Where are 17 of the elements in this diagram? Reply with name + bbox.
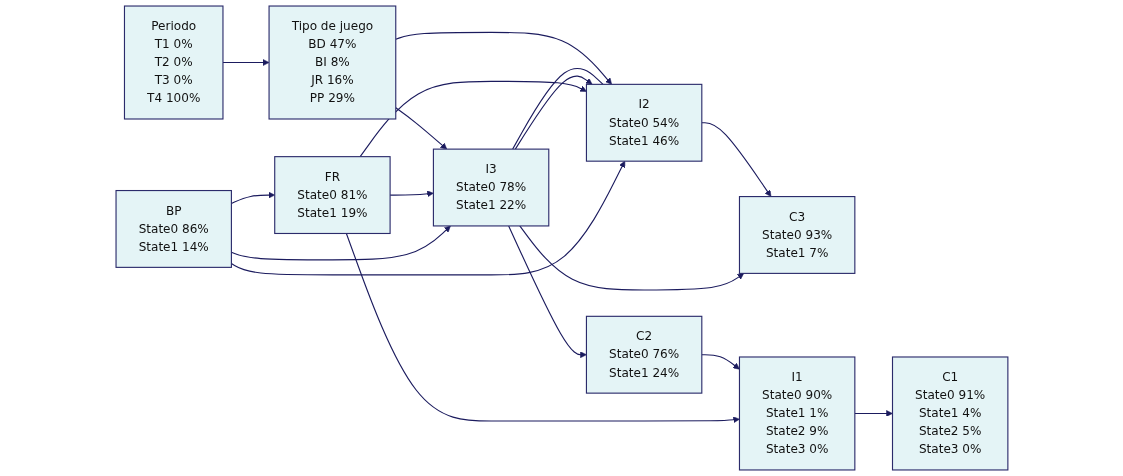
node-box: FR State0 81% State1 19% [273,156,391,235]
node-box: C3 State0 93% State1 7% [738,196,855,274]
arrow [230,160,625,276]
node-box: C1 State0 91% State1 4% State2 5% State3 0% [891,356,1008,471]
node-box: BP State0 86% State1 14% [115,189,232,268]
node-box: Tipo de juego BD 47% BI 8% JR 16% PP 29% [268,5,396,120]
arrow [345,232,740,424]
arrow [230,225,451,261]
arrow [514,75,592,150]
node-box: I3 State0 78% State1 22% [432,148,549,227]
arrow [230,191,275,204]
node-box: I1 State0 90% State1 1% State2 9% State3 0% [738,356,855,471]
node-box: Periodo T1 0% T2 0% T3 0% T4 100% [123,5,224,120]
connector [511,67,604,150]
arrow [518,225,744,291]
node-box: C2 State0 76% State1 24% [585,315,702,394]
node-box: I2 State0 54% State1 46% [585,83,702,162]
